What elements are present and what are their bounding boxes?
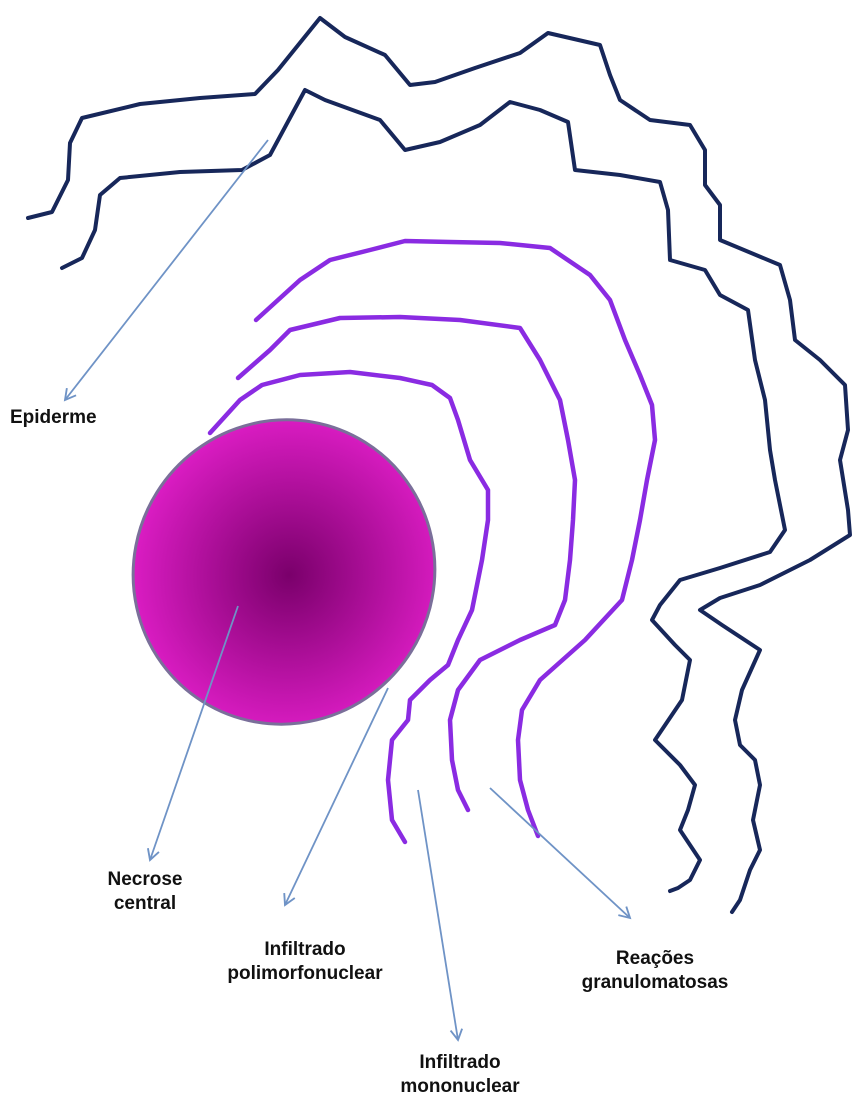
necrosis-ellipse <box>76 363 493 781</box>
label-necrose-line2: central <box>90 892 200 916</box>
epiderme-arrow <box>65 140 268 400</box>
label-polimorfonuclear-line2: polimorfonuclear <box>220 962 390 986</box>
label-polimorfonuclear-line1: Infiltrado <box>220 938 390 962</box>
label-polimorfonuclear: Infiltrado polimorfonuclear <box>220 938 390 986</box>
label-necrose-line1: Necrose <box>90 868 200 892</box>
granulomatosas-arrow <box>490 788 630 918</box>
label-necrose: Necrose central <box>90 868 200 916</box>
mononuclear-arrow <box>418 790 458 1040</box>
label-granulomatosas-line2: granulomatosas <box>580 971 730 995</box>
label-epiderme-text: Epiderme <box>10 406 97 430</box>
label-epiderme: Epiderme <box>10 406 97 430</box>
label-mononuclear-line2: mononuclear <box>385 1075 535 1099</box>
epidermis-lines <box>28 18 850 912</box>
label-granulomatosas: Reações granulomatosas <box>580 947 730 995</box>
label-mononuclear-line1: Infiltrado <box>385 1051 535 1075</box>
label-mononuclear: Infiltrado mononuclear <box>385 1051 535 1099</box>
epidermis-outer-line <box>28 18 850 912</box>
label-granulomatosas-line1: Reações <box>580 947 730 971</box>
